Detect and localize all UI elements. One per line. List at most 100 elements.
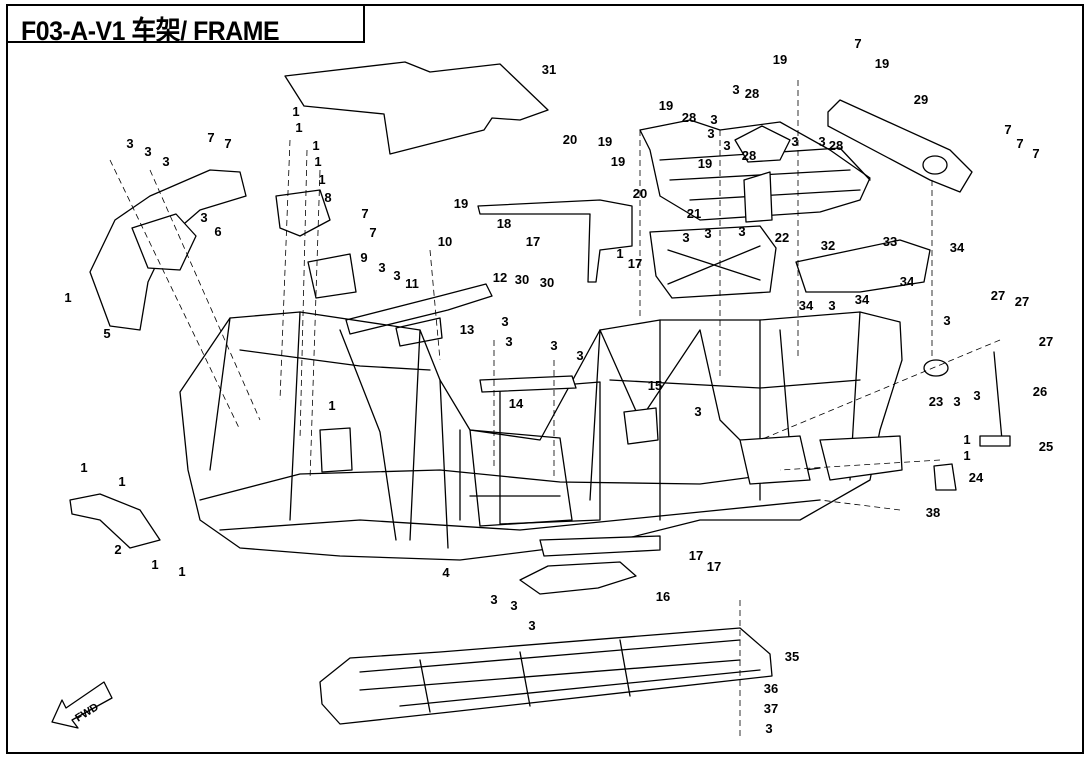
callout-7: 7 — [1016, 136, 1023, 151]
callout-3: 3 — [828, 298, 835, 313]
callout-3: 3 — [550, 338, 557, 353]
callout-9: 9 — [360, 250, 367, 265]
part-29-bar — [827, 99, 973, 193]
rear-rack — [639, 119, 871, 221]
callout-1: 1 — [118, 474, 125, 489]
callout-6: 6 — [214, 224, 221, 239]
callout-3: 3 — [126, 136, 133, 151]
callout-17: 17 — [526, 234, 540, 249]
callout-3: 3 — [953, 394, 960, 409]
callout-3: 3 — [694, 404, 701, 419]
callout-19: 19 — [773, 52, 787, 67]
callout-19: 19 — [875, 56, 889, 71]
callout-1: 1 — [963, 432, 970, 447]
callout-14: 14 — [509, 396, 524, 411]
callout-3: 3 — [704, 226, 711, 241]
part-29-tube-end — [922, 155, 948, 175]
callout-30: 30 — [515, 272, 529, 287]
callout-1: 1 — [963, 448, 970, 463]
callout-7: 7 — [854, 36, 861, 51]
callout-3: 3 — [505, 334, 512, 349]
callout-27: 27 — [1015, 294, 1029, 309]
part-26-bolt — [993, 351, 1003, 441]
callout-34: 34 — [900, 274, 915, 289]
callout-27: 27 — [1039, 334, 1053, 349]
callout-19: 19 — [659, 98, 673, 113]
diagram-title: F03-A-V1 车架/ FRAME — [21, 16, 280, 46]
callout-7: 7 — [224, 136, 231, 151]
callout-21: 21 — [687, 206, 701, 221]
callout-2: 2 — [114, 542, 121, 557]
callout-8: 8 — [324, 190, 331, 205]
callout-34: 34 — [799, 298, 814, 313]
callout-31: 31 — [542, 62, 556, 77]
part-9-plate — [307, 253, 357, 299]
callout-36: 36 — [764, 681, 778, 696]
callout-23: 23 — [929, 394, 943, 409]
title-box: F03-A-V1 车架/ FRAME — [7, 5, 365, 46]
callout-3: 3 — [723, 138, 730, 153]
callout-1: 1 — [151, 557, 158, 572]
callout-3: 3 — [144, 144, 151, 159]
callout-1: 1 — [295, 120, 302, 135]
callout-1: 1 — [64, 290, 71, 305]
callout-3: 3 — [200, 210, 207, 225]
callout-3: 3 — [707, 126, 714, 141]
callout-7: 7 — [1032, 146, 1039, 161]
callout-29: 29 — [914, 92, 928, 107]
callout-3: 3 — [710, 112, 717, 127]
sheet-border — [6, 4, 1084, 754]
callout-28: 28 — [745, 86, 759, 101]
part-5-bumper — [89, 169, 247, 331]
callout-3: 3 — [738, 224, 745, 239]
callout-12: 12 — [493, 270, 507, 285]
callout-3: 3 — [576, 348, 583, 363]
callout-4: 4 — [442, 565, 450, 580]
callout-24: 24 — [969, 470, 984, 485]
part-15-bracket — [623, 407, 659, 445]
callout-3: 3 — [943, 313, 950, 328]
lower-plate — [539, 535, 661, 557]
fwd-arrow-icon — [51, 681, 113, 729]
callout-1: 1 — [616, 246, 623, 261]
part-24-bracket — [933, 463, 957, 491]
callout-35: 35 — [785, 649, 799, 664]
part-14-plate — [479, 375, 577, 393]
callout-7: 7 — [1004, 122, 1011, 137]
callout-3: 3 — [378, 260, 385, 275]
callout-22: 22 — [775, 230, 789, 245]
callout-7: 7 — [369, 225, 376, 240]
callout-10: 10 — [438, 234, 452, 249]
callout-3: 3 — [510, 598, 517, 613]
part-18-bracket — [477, 199, 633, 283]
part-22-plate — [649, 225, 777, 299]
callout-3: 3 — [791, 134, 798, 149]
callout-1: 1 — [314, 154, 321, 169]
main-frame — [179, 311, 903, 561]
callout-16: 16 — [656, 589, 670, 604]
callout-28: 28 — [829, 138, 843, 153]
callout-7: 7 — [361, 206, 368, 221]
callout-3: 3 — [818, 134, 825, 149]
callout-17: 17 — [707, 559, 721, 574]
callout-27: 27 — [991, 288, 1005, 303]
callout-19: 19 — [598, 134, 612, 149]
callout-3: 3 — [732, 82, 739, 97]
callout-17: 17 — [628, 256, 642, 271]
callout-7: 7 — [207, 130, 214, 145]
part-25-plate — [979, 435, 1011, 447]
callout-3: 3 — [393, 268, 400, 283]
callout-5: 5 — [103, 326, 110, 341]
callout-38: 38 — [926, 505, 940, 520]
callout-3: 3 — [682, 230, 689, 245]
callout-3: 3 — [501, 314, 508, 329]
part-8-bracket — [275, 189, 331, 237]
callout-1: 1 — [292, 104, 299, 119]
callout-3: 3 — [765, 721, 772, 736]
part-16-skid — [519, 561, 637, 595]
part-11-12-tube — [345, 283, 493, 335]
callout-19: 19 — [698, 156, 712, 171]
callout-30: 30 — [540, 275, 554, 290]
